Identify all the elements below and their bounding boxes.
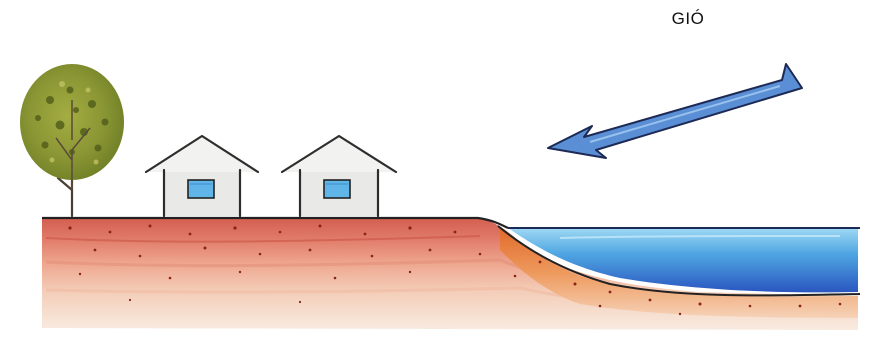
house-icon (146, 136, 258, 216)
house-icon (282, 136, 396, 216)
house-roof (282, 136, 396, 172)
house-roof (146, 136, 258, 172)
wind-arrow-shape (548, 64, 802, 158)
house-window (188, 180, 214, 198)
wind-arrow-icon (548, 64, 802, 158)
tree-icon (20, 64, 124, 216)
house-window (324, 180, 350, 198)
